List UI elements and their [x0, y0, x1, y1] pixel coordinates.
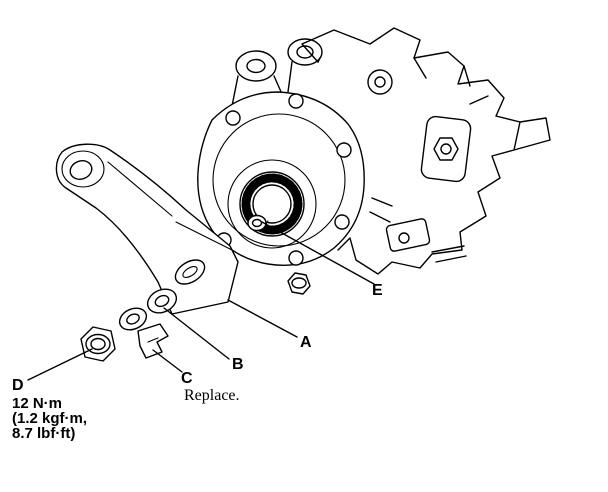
leader-line-d: [27, 348, 93, 381]
torque-line-3: 8.7 lbf·ft): [12, 425, 76, 442]
mounting-bracket-drawing: [55, 143, 239, 315]
nut-d-drawing: [80, 326, 116, 362]
pump-shaft-hub-drawing: [239, 171, 305, 237]
callout-c: C: [181, 370, 194, 387]
replace-note: Replace.: [184, 387, 240, 404]
engine-block-drawing: [231, 27, 551, 275]
callout-e: E: [372, 282, 384, 299]
washer-b-drawing: [146, 288, 178, 314]
leader-line-a: [227, 299, 298, 338]
callout-a: A: [300, 334, 313, 351]
callout-d: D: [12, 377, 25, 394]
leader-line-c: [152, 349, 183, 373]
washer-drawing: [118, 307, 148, 331]
callout-b: B: [232, 356, 245, 373]
leader-lines: [27, 221, 375, 381]
leader-line-b: [163, 307, 230, 360]
leader-line-e: [261, 221, 375, 285]
torque-line-1: 12 N·m: [12, 395, 63, 412]
lock-tab-drawing: [137, 323, 169, 359]
torque-line-2: (1.2 kgf·m,: [12, 410, 88, 427]
